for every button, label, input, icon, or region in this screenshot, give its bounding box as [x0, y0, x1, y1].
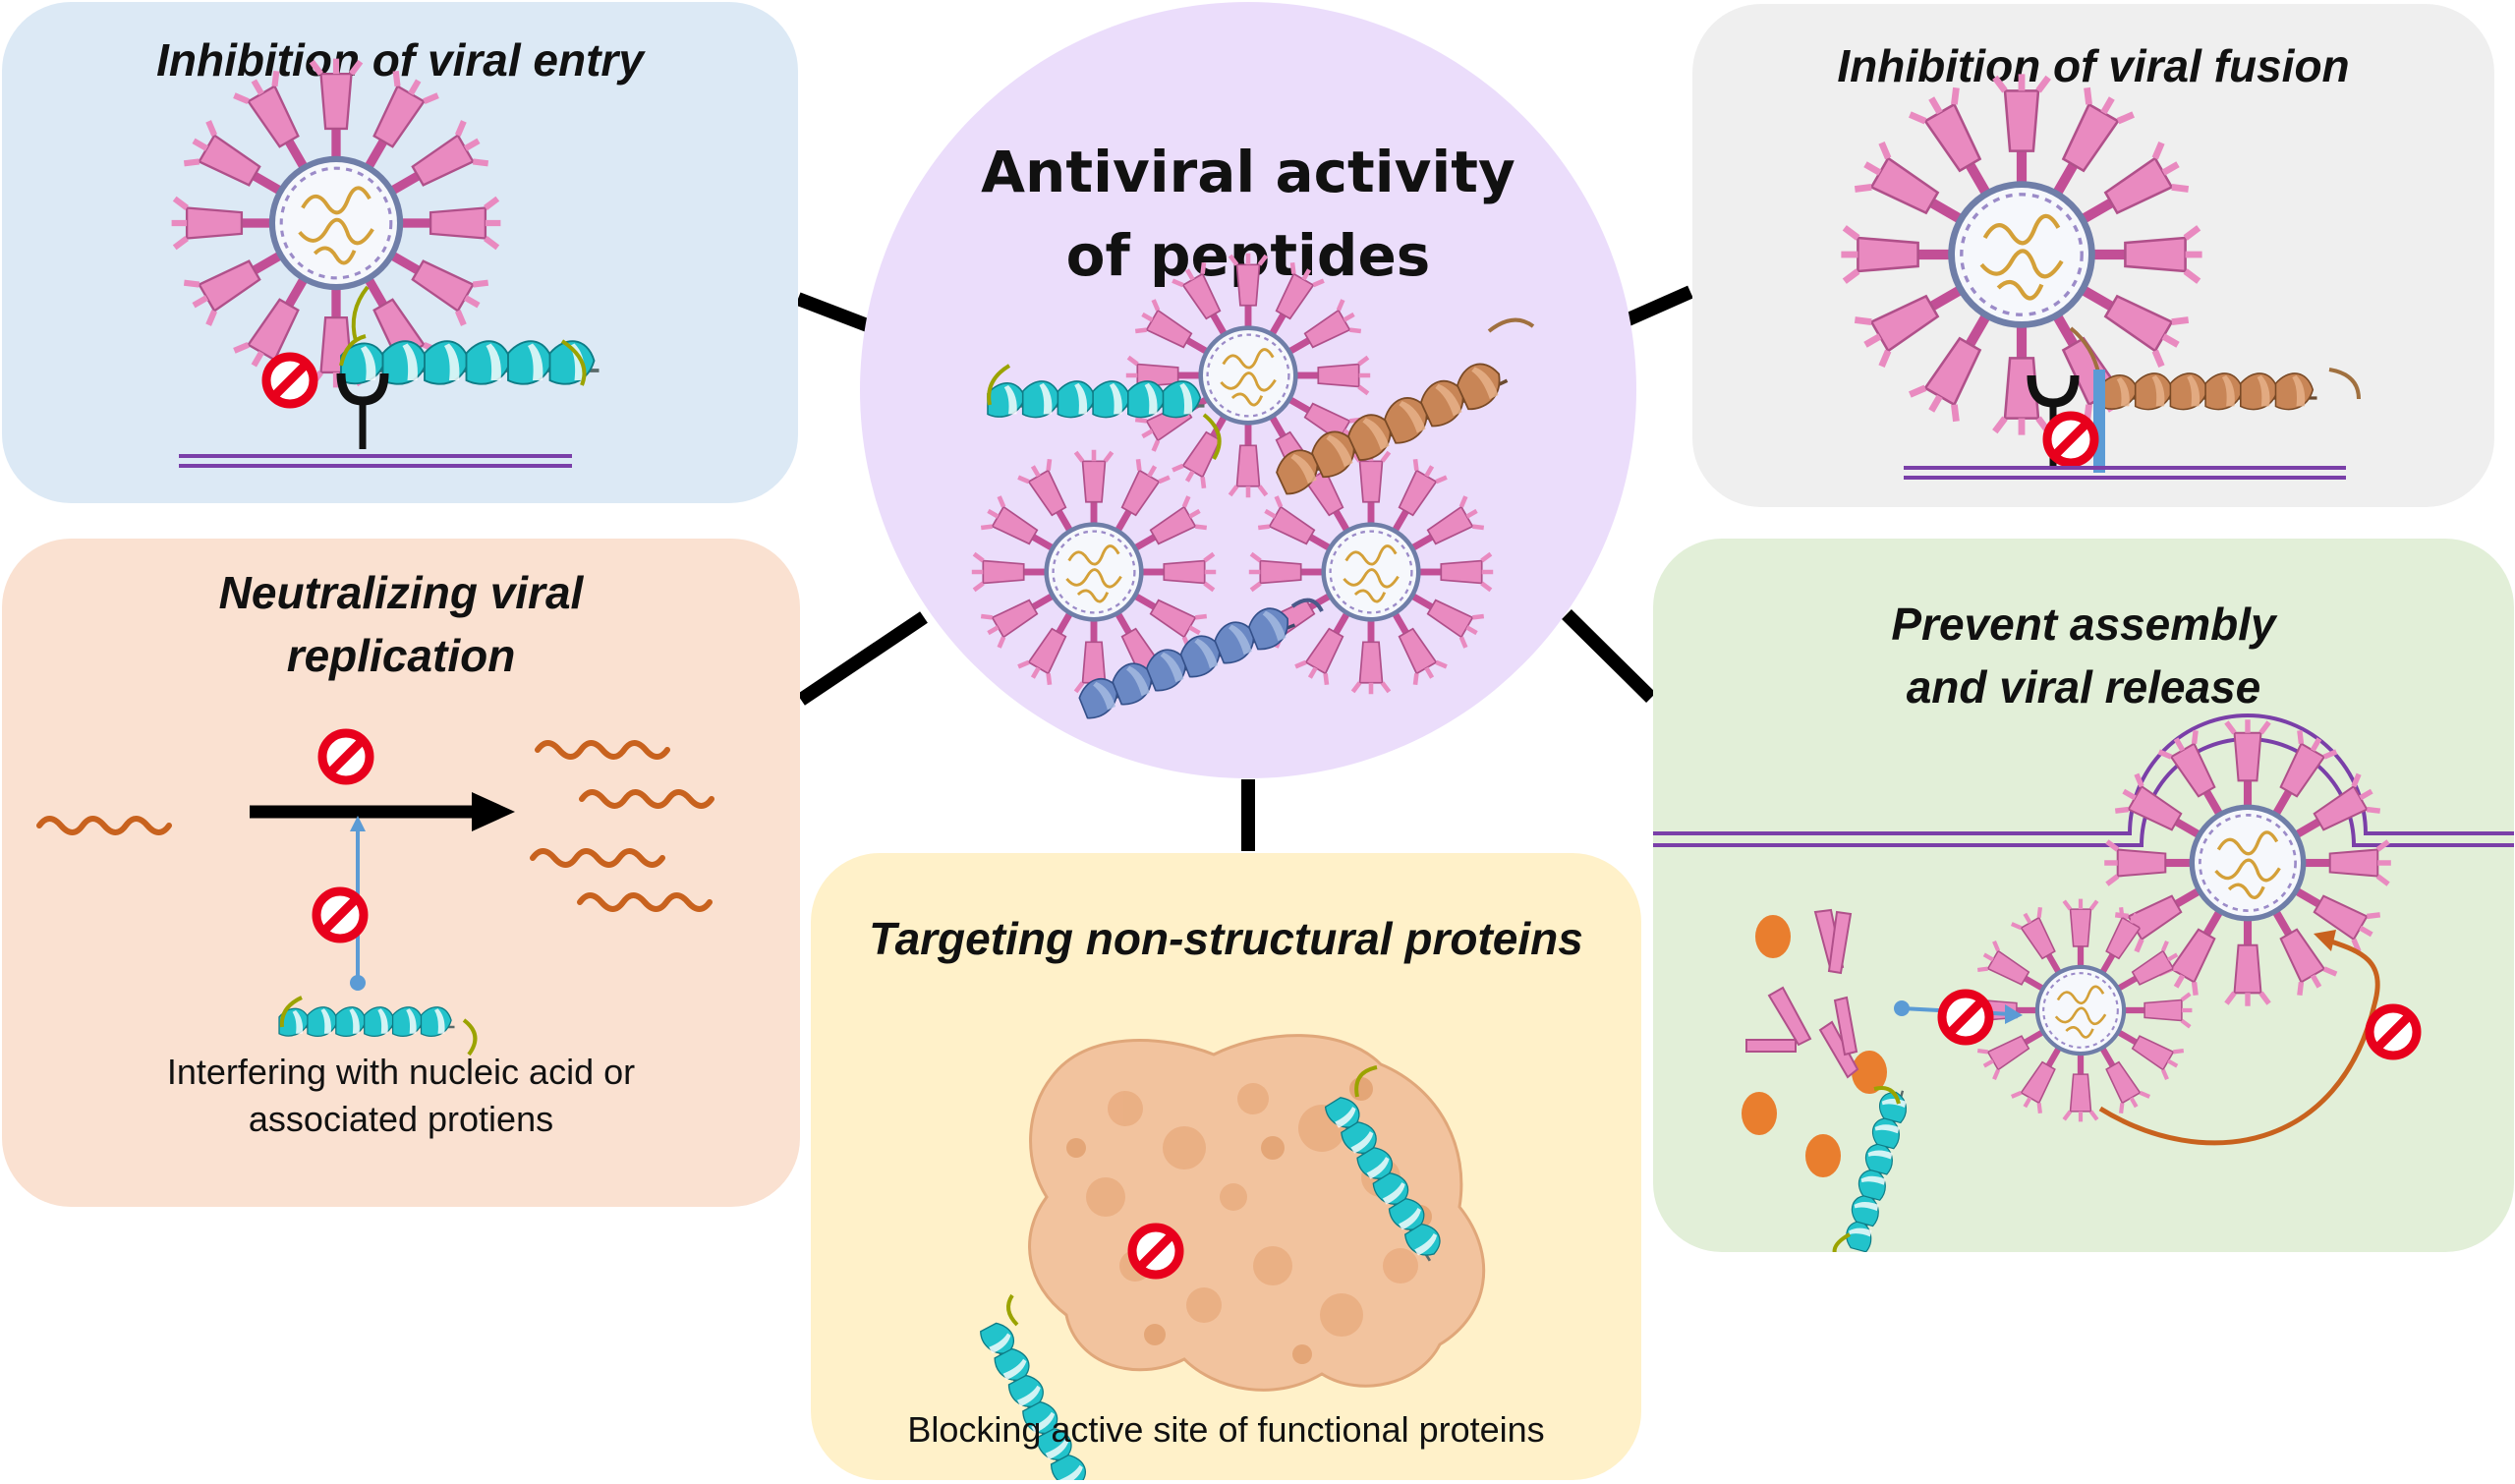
panel-viral-fusion: Inhibition of viral fusion: [1692, 4, 2494, 507]
panel-replication: Neutralizing viral replication Interfer: [2, 539, 800, 1207]
virus-icon: [1970, 899, 2193, 1122]
connector-assembly: [1562, 609, 1656, 703]
inhibition-icon: [1942, 994, 1989, 1041]
nonstructural-caption: Blocking active site of functional prote…: [907, 1409, 1545, 1450]
helix-peptide-icon: [977, 1317, 1095, 1480]
helix-peptide-icon: [2098, 371, 2319, 412]
panel-title-assembly-line1: Prevent assembly: [1891, 599, 2276, 650]
connector-viral-fusion: [1619, 285, 1693, 329]
rna-strand-icon: [582, 792, 712, 806]
cell-membrane: [179, 454, 572, 468]
nonstructural-illustration: [977, 1034, 1486, 1480]
replication-caption-line2: associated protiens: [248, 1099, 554, 1139]
center-illustration: [860, 2, 1535, 723]
release-arrow: [2098, 930, 2380, 1146]
replication-arrow: [250, 792, 515, 831]
panel-title-replication-line2: replication: [286, 630, 516, 681]
inhibition-icon: [2370, 1008, 2417, 1056]
panel-viral-entry: Inhibition of viral entry: [2, 2, 798, 503]
center-title-line1: Antiviral activity: [981, 139, 1515, 205]
budding-membrane: [1653, 713, 2514, 847]
rna-strand-icon: [533, 851, 662, 865]
inhibition-icon: [322, 733, 370, 780]
rna-strand-icon: [538, 743, 667, 757]
connector-replication: [797, 611, 928, 706]
inhibition-icon: [1132, 1227, 1179, 1275]
helix-peptide-icon: [986, 379, 1207, 420]
fusion-protein-bar: [2093, 370, 2105, 473]
panel-title-viral-entry: Inhibition of viral entry: [156, 34, 644, 86]
panel-title-replication-line1: Neutralizing viral: [218, 567, 584, 618]
replication-illustration: [2, 539, 800, 1056]
panel-nonstructural: Targeting non-structural proteins: [811, 853, 1641, 1480]
replication-caption-line1: Interfering with nucleic acid or: [166, 1052, 636, 1092]
assembly-illustration: [1653, 713, 2514, 1252]
rna-strand-icon: [580, 895, 710, 909]
inhibition-icon: [266, 357, 314, 404]
connector-viral-entry: [795, 292, 873, 333]
center-circle: Antiviral activity of peptides: [860, 2, 1636, 778]
rna-strand-icon: [39, 819, 169, 832]
panel-title-viral-fusion: Inhibition of viral fusion: [1837, 40, 2350, 91]
inhibition-icon: [316, 891, 364, 939]
panel-title-assembly-line2: and viral release: [1906, 661, 2261, 713]
viral-fusion-illustration: [1692, 4, 2361, 480]
viral-components: [1742, 908, 1887, 1177]
inhibition-icon: [2047, 416, 2094, 463]
cell-membrane: [1904, 466, 2346, 480]
helix-peptide-icon: [1840, 1084, 1913, 1252]
helix-peptide-icon: [277, 1005, 456, 1038]
viral-entry-illustration: [2, 2, 601, 468]
virus-icon: [172, 59, 501, 388]
panel-title-nonstructural: Targeting non-structural proteins: [869, 913, 1583, 964]
receptor-icon: [336, 372, 389, 449]
protein-surface-icon: [1028, 1034, 1486, 1392]
panel-assembly: Prevent assembly and viral release: [1653, 539, 2514, 1252]
